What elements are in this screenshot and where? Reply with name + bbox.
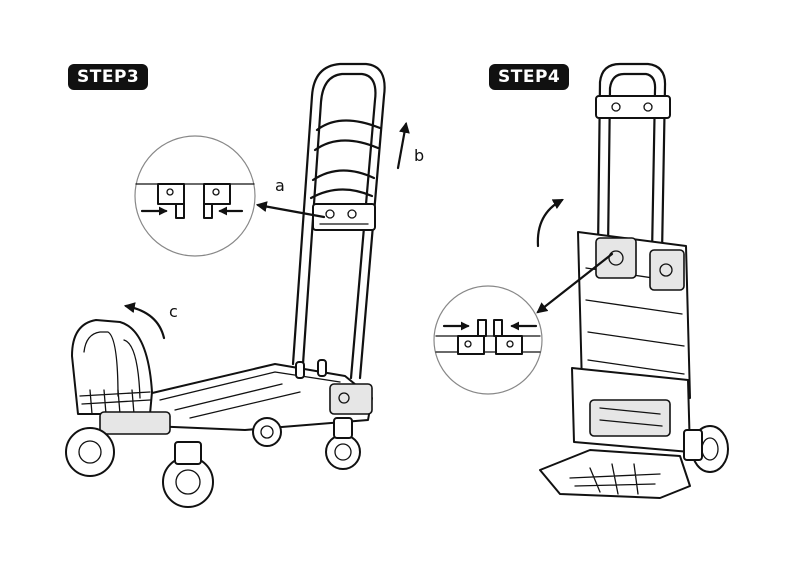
callout-c-label: c (169, 302, 178, 321)
step4-trolley-upright (539, 62, 729, 499)
rotate-arrow-icon (536, 198, 564, 248)
callout-b-label: b (414, 146, 425, 165)
step3-latch-detail (134, 135, 256, 257)
step4-badge: STEP4 (489, 64, 570, 90)
step3-badge: STEP3 (68, 64, 149, 90)
step4-latch-detail (433, 285, 543, 395)
step3-wheels (65, 417, 361, 508)
callout-a-label: a (275, 176, 285, 195)
step3-trolley-flat (65, 62, 386, 508)
push-arrow-icon (536, 252, 614, 314)
lift-arrow-icon (396, 121, 410, 170)
push-arrow-icon (255, 201, 326, 219)
rotate-arrow-icon (123, 302, 166, 340)
